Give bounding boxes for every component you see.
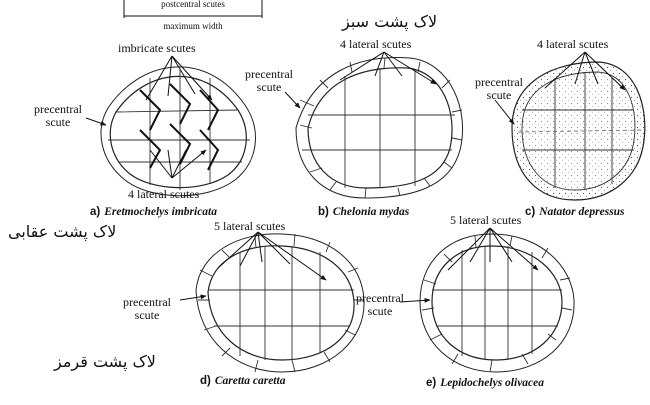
caption-b: b)Chelonia mydas — [318, 206, 409, 218]
panel-a-bottom-label: 4 lateral scutes — [128, 188, 199, 201]
panel-e-top-label: 5 lateral scutes — [450, 214, 521, 227]
persian-label-a: لاک پشت عقابی — [8, 222, 116, 241]
maximum-width-label: maximum width — [150, 21, 236, 31]
carapace-e — [420, 234, 574, 372]
persian-label-b: لاک پشت سبز — [342, 12, 437, 31]
panel-a-top-label: imbricate scutes — [118, 42, 196, 55]
panel-d-top-label: 5 lateral scutes — [214, 220, 285, 233]
caption-d: d)Caretta caretta — [200, 375, 285, 387]
caption-a: a)Eretmochelys imbricata — [90, 206, 217, 218]
persian-label-d: لاک پشت قرمز — [54, 352, 156, 371]
postcentral-scutes-label: postcentral scutes — [148, 0, 238, 9]
panel-b-top-label: 4 lateral scutes — [340, 38, 411, 51]
caption-e: e)Lepidochelys olivacea — [426, 377, 544, 389]
panel-c-top-label: 4 lateral scutes — [537, 38, 608, 51]
carapace-c — [512, 62, 646, 200]
carapace-b — [296, 57, 463, 198]
caption-c: c)Natator depressus — [525, 206, 625, 218]
carapace-a — [101, 67, 255, 196]
